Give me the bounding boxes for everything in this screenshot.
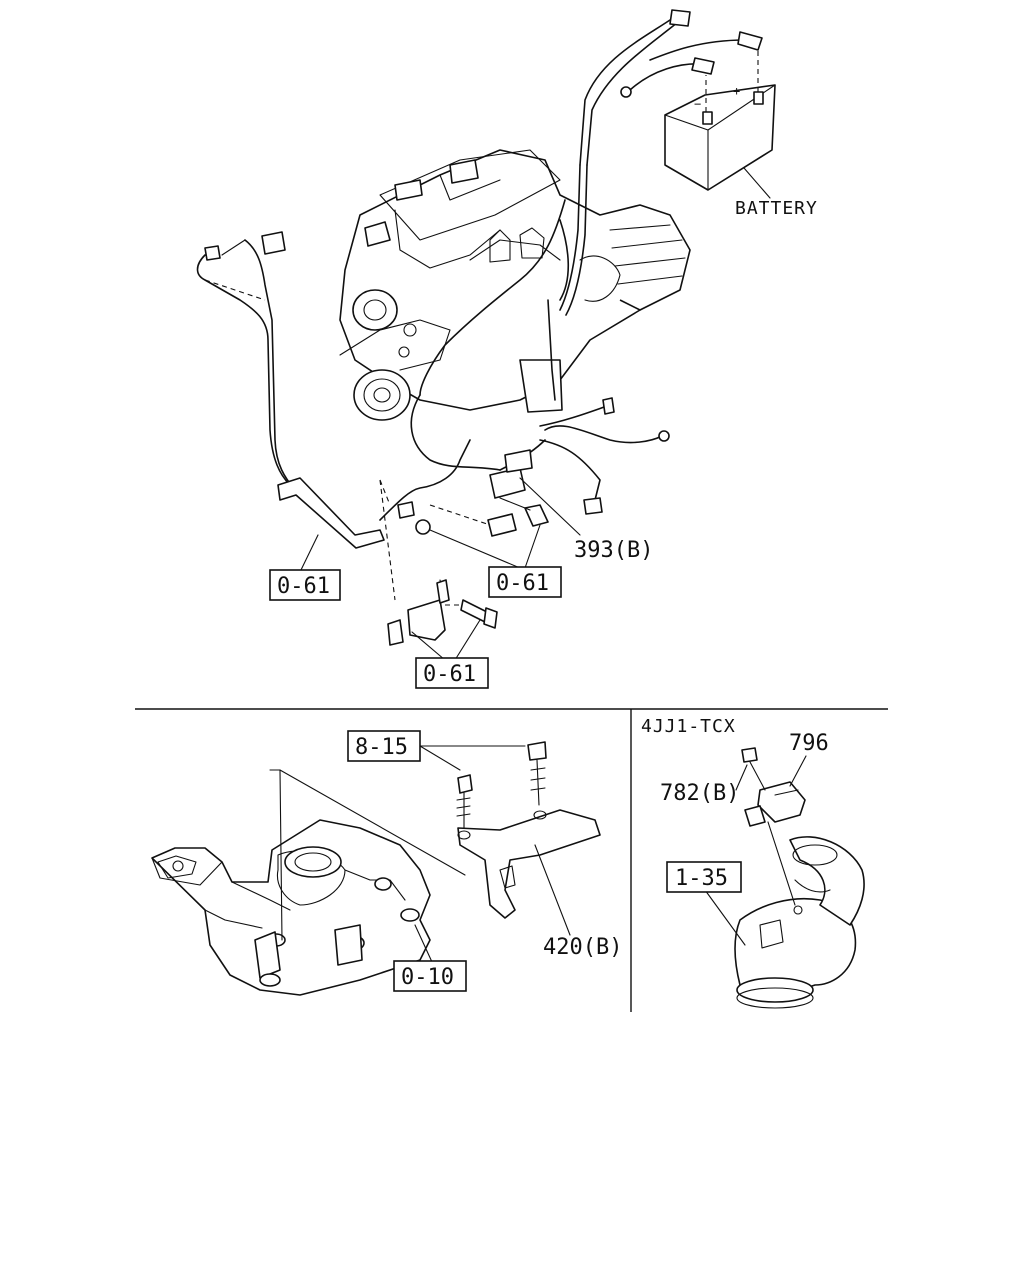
callout-right: 0-61 (496, 571, 549, 596)
callout-box-left (269, 569, 341, 601)
battery-cables (579, 9, 763, 166)
svg-text:+: + (733, 84, 741, 98)
engine-harness (196, 164, 670, 601)
lower-bracket (387, 579, 498, 646)
leader-lines-bottom-right (704, 755, 807, 946)
intake-duct (734, 821, 865, 1009)
bracket-420 (457, 809, 601, 919)
battery-label: BATTERY (735, 198, 818, 219)
svg-text:−: − (694, 97, 702, 111)
bolts-8-15 (456, 741, 547, 829)
leader-lines-top (299, 477, 581, 661)
battery-leader (743, 167, 771, 199)
callout-box-lower (415, 657, 489, 689)
leader-lines-bottom-left (414, 745, 571, 963)
callout-box-bolt (347, 730, 421, 762)
callout-harness-ref: 393(B) (574, 538, 653, 563)
callout-bracket-part: 420(B) (543, 935, 622, 960)
callout-sensor-bolt: 782(B) (660, 781, 739, 806)
engine-assembly (339, 149, 691, 421)
callout-manifold: 0-10 (401, 965, 454, 990)
battery-illustration: + − (664, 45, 776, 191)
callout-box-duct (666, 861, 742, 893)
callout-left: 0-61 (277, 574, 330, 599)
callout-duct: 1-35 (675, 866, 728, 891)
callout-box-right (488, 566, 562, 598)
sensor-796 (741, 747, 806, 827)
callout-lower: 0-61 (423, 662, 476, 687)
variant-label: 4JJ1-TCX (641, 716, 736, 737)
callout-bolt: 8-15 (355, 735, 408, 760)
callout-box-manifold (393, 960, 467, 992)
callout-sensor-part: 796 (789, 731, 829, 756)
manifold-assembly (151, 769, 466, 996)
